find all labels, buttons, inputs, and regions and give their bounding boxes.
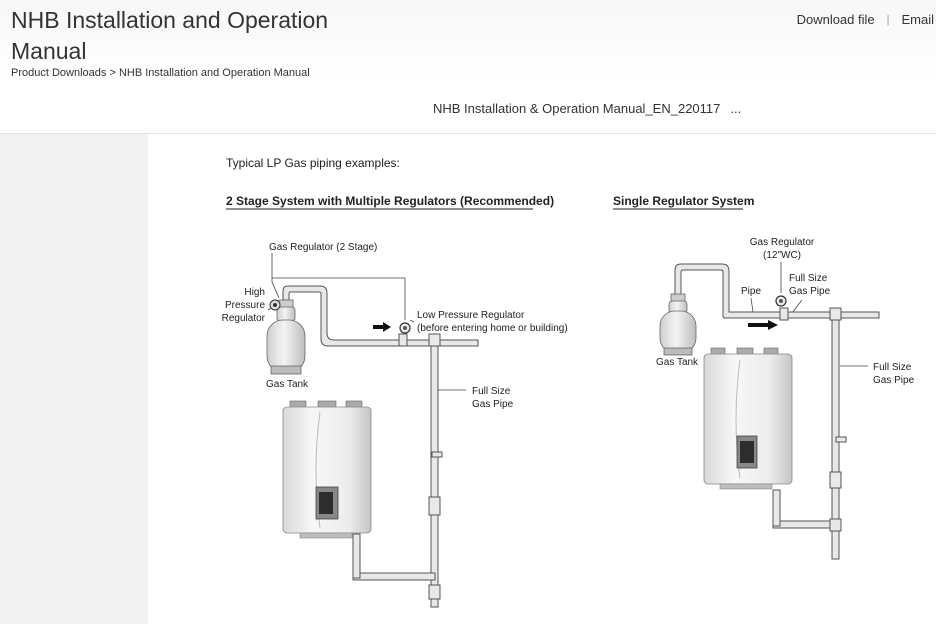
label-gas-regulator: Gas Regulator xyxy=(750,237,815,248)
right-leader-lines xyxy=(750,262,868,367)
right-regulator-icon xyxy=(775,295,787,307)
single-regulator-diagram: Single Regulator System xyxy=(613,194,915,560)
label-low-pressure-regulator: Low Pressure Regulator xyxy=(417,310,525,321)
left-gutter xyxy=(0,134,148,624)
header-actions: Download file | Email xyxy=(797,12,934,27)
label-pipe: Pipe xyxy=(741,286,761,297)
left-diagram-heading: 2 Stage System with Multiple Regulators … xyxy=(226,194,554,208)
document-page: Typical LP Gas piping examples: 2 Stage … xyxy=(222,156,915,608)
label-full-size: Full Size xyxy=(472,386,511,397)
left-piping xyxy=(282,285,479,608)
left-water-heater-icon xyxy=(282,400,372,539)
action-divider: | xyxy=(886,13,890,26)
page-header: NHB Installation and Operation Manual Pr… xyxy=(0,0,936,134)
breadcrumb: Product Downloads > NHB Installation and… xyxy=(11,67,310,79)
right-gas-tank-icon xyxy=(659,293,697,356)
label-gas-pipe-top: Gas Pipe xyxy=(789,286,831,297)
file-name-bar: NHB Installation & Operation Manual_EN_2… xyxy=(433,101,741,116)
label-gas-pipe-side: Gas Pipe xyxy=(873,375,915,386)
file-name: NHB Installation & Operation Manual_EN_2… xyxy=(433,101,721,116)
email-link[interactable]: Email xyxy=(901,12,934,27)
left-gas-tank-icon xyxy=(266,299,306,375)
label-high: High xyxy=(244,287,265,298)
download-file-link[interactable]: Download file xyxy=(796,12,875,27)
label-before-entering: (before entering home or building) xyxy=(417,323,568,334)
page-title: NHB Installation and Operation Manual xyxy=(11,7,329,64)
label-gas-tank: Gas Tank xyxy=(266,379,309,390)
low-pressure-regulator-icon xyxy=(399,322,411,334)
right-piping xyxy=(674,263,880,560)
label-12wc: (12"WC) xyxy=(763,250,801,261)
label-gas-regulator-2-stage: Gas Regulator (2 Stage) xyxy=(269,242,377,253)
label-gas-tank-right: Gas Tank xyxy=(656,357,699,368)
more-options-button[interactable]: ... xyxy=(730,101,742,116)
label-full-size-side: Full Size xyxy=(873,362,912,373)
document-viewer[interactable]: Typical LP Gas piping examples: 2 Stage … xyxy=(148,134,936,624)
two-stage-diagram: 2 Stage System with Multiple Regulators … xyxy=(222,194,568,608)
right-water-heater-icon xyxy=(703,347,793,490)
breadcrumb-product-downloads[interactable]: Product Downloads xyxy=(11,67,107,79)
label-pressure: Pressure xyxy=(225,300,265,311)
label-gas-pipe: Gas Pipe xyxy=(472,399,514,410)
label-full-size-top: Full Size xyxy=(789,273,828,284)
breadcrumb-current: NHB Installation and Operation Manual xyxy=(118,67,310,79)
breadcrumb-separator: > xyxy=(106,67,119,79)
left-flow-arrow xyxy=(373,322,391,332)
intro-text: Typical LP Gas piping examples: xyxy=(226,156,400,170)
right-flow-arrow xyxy=(748,320,778,330)
right-diagram-heading: Single Regulator System xyxy=(613,194,754,208)
label-regulator: Regulator xyxy=(222,313,266,324)
